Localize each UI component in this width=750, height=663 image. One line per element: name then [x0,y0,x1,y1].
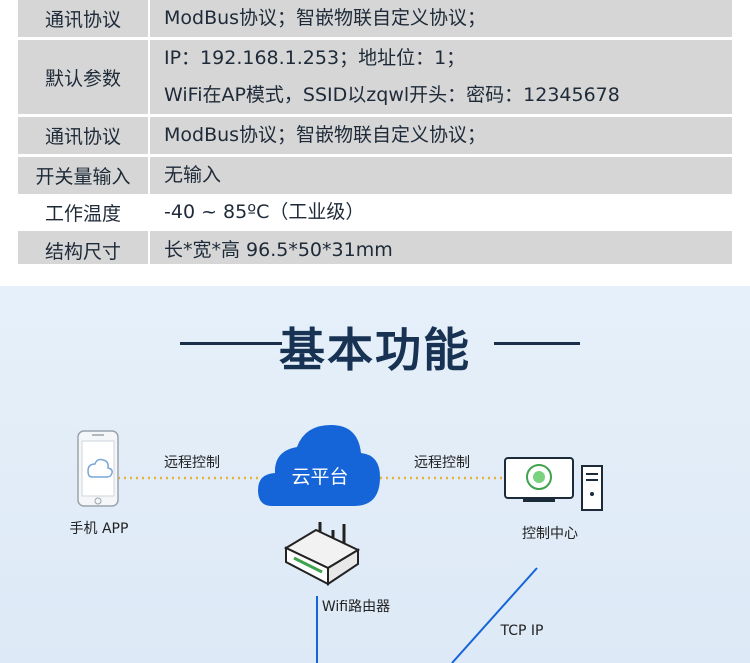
control-center-label: 控制中心 [522,526,578,542]
spec-value: 无输入 [150,157,732,194]
title-rule-left [180,342,282,345]
spec-value: IP：192.168.1.253；地址位：1； WiFi在AP模式，SSID以z… [150,40,732,114]
title-rule-right [494,342,580,345]
remote-control-label-right: 远程控制 [414,455,470,471]
spec-table: 通讯协议 ModBus协议；智嵌物联自定义协议； 默认参数 IP：192.168… [18,0,732,269]
tcp-ip-label: TCP IP [500,623,544,639]
spec-value: ModBus协议；智嵌物联自定义协议； [150,0,732,37]
cloud-label: 云平台 [291,466,348,488]
spec-row: 默认参数 IP：192.168.1.253；地址位：1； WiFi在AP模式，S… [18,40,732,114]
router-label: Wifi路由器 [322,599,390,615]
tcp-link [451,567,538,663]
spec-label: 工作温度 [18,194,148,231]
spec-value: 长*宽*高 96.5*50*31mm [150,231,732,269]
phone-label: 手机 APP [70,521,129,537]
section-title: 基本功能 [279,323,471,377]
spec-row: 通讯协议 ModBus协议；智嵌物联自定义协议； [18,117,732,154]
spec-value: -40 ~ 85ºC（工业级） [150,194,732,231]
computer-icon [504,457,603,511]
spec-label: 通讯协议 [18,0,148,37]
phone-icon [77,430,119,507]
spec-value-line: WiFi在AP模式，SSID以zqwl开头：密码：12345678 [164,84,620,106]
spec-value-line: IP：192.168.1.253；地址位：1； [164,47,466,69]
remote-control-label-left: 远程控制 [164,455,220,471]
spec-label: 通讯协议 [18,117,148,154]
network-diagram: 手机 APP 远程控制 远程控制 云平台 Wifi路由器 [70,425,603,663]
spec-row: 通讯协议 ModBus协议；智嵌物联自定义协议； [18,0,732,37]
cloud-icon [258,425,380,506]
router-icon [283,522,361,586]
feature-panel: 基本功能 手机 APP 远程控制 远程控制 云平台 [0,286,750,663]
spec-label: 开关量输入 [18,157,148,194]
spec-label: 默认参数 [18,40,148,114]
spec-row: 开关量输入 无输入 [18,157,732,194]
spec-row: 工作温度 -40 ~ 85ºC（工业级） [18,194,732,231]
spec-label: 结构尺寸 [18,231,148,269]
spec-value: ModBus协议；智嵌物联自定义协议； [150,117,732,154]
spec-row: 结构尺寸 长*宽*高 96.5*50*31mm [18,231,732,269]
